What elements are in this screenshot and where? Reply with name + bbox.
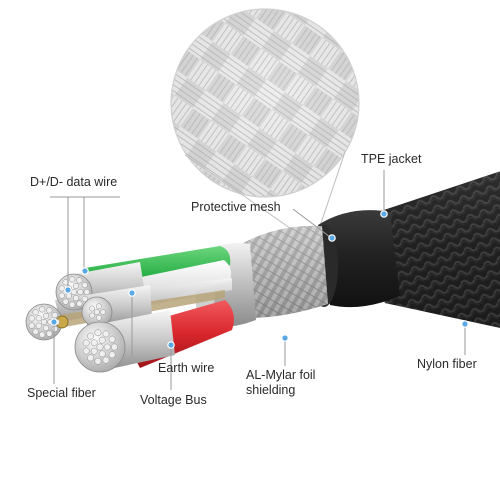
wire-strand xyxy=(35,315,42,322)
wire-strand xyxy=(108,335,116,343)
label-mylar-line1: AL-Mylar foil xyxy=(246,368,316,382)
wire-strand xyxy=(70,288,78,296)
label-tpe-jacket: TPE jacket xyxy=(361,152,422,166)
magnified-mesh-detail xyxy=(170,8,360,198)
wire-strand xyxy=(81,282,88,289)
wire-strand xyxy=(96,343,104,351)
wire-strand xyxy=(65,292,72,299)
wire-strand xyxy=(94,309,100,315)
wire-strand xyxy=(42,325,50,332)
wire-strand xyxy=(32,309,39,316)
data-wire-dot-1 xyxy=(64,286,72,294)
wire-strand xyxy=(46,307,53,314)
wire-strand xyxy=(28,322,35,329)
wire-strand xyxy=(72,295,80,302)
wire-strand xyxy=(62,298,69,305)
wire-strand xyxy=(94,329,102,337)
wire-strand xyxy=(90,347,98,355)
wire-strand xyxy=(39,331,46,338)
wire-strand xyxy=(28,315,35,322)
wire-strand xyxy=(87,332,94,340)
label-voltage-bus: Voltage Bus xyxy=(140,393,207,407)
wire-strand xyxy=(69,301,76,308)
nylon-dot xyxy=(461,320,469,328)
special-fiber-dot xyxy=(50,318,58,326)
wire-strand xyxy=(95,303,102,310)
wire-strand xyxy=(108,351,116,359)
wire-strand xyxy=(82,339,90,347)
wire-strand xyxy=(81,295,88,302)
label-nylon-fiber: Nylon fiber xyxy=(417,357,477,371)
wire-strand xyxy=(76,277,83,284)
wire-strand xyxy=(51,325,58,332)
wire-strand xyxy=(94,357,102,365)
wire-strand xyxy=(51,312,58,319)
wire-strand xyxy=(90,339,98,347)
wire-strand xyxy=(98,350,106,358)
wire-strand xyxy=(87,354,94,362)
wire-strand xyxy=(58,285,65,292)
wire-strand xyxy=(77,288,84,296)
wire-strand xyxy=(83,288,90,296)
label-mylar-shielding: AL-Mylar foil shielding xyxy=(246,368,366,398)
label-protective-mesh: Protective mesh xyxy=(191,200,281,214)
wire-strand xyxy=(72,282,80,289)
wire-strand xyxy=(89,305,96,312)
label-special-fiber: Special fiber xyxy=(27,386,96,400)
wire-strand xyxy=(110,343,118,351)
label-data-wire: D+/D- data wire xyxy=(30,175,118,189)
mylar-dot xyxy=(281,334,289,342)
earth-wire-dot xyxy=(128,289,136,297)
wire-strand xyxy=(35,322,42,329)
mesh-dot xyxy=(328,234,336,242)
voltage-bus-dot xyxy=(167,341,175,349)
wire-strand xyxy=(42,312,50,319)
wire-strand xyxy=(39,306,46,313)
wire-strand xyxy=(69,276,76,283)
wire-strand xyxy=(89,312,96,319)
wire-strand xyxy=(100,309,106,315)
wire-strand xyxy=(95,314,102,321)
wire-strand xyxy=(102,356,110,364)
mesh-leader xyxy=(292,208,331,238)
tpe-dot xyxy=(380,210,388,218)
data-wire-dot-2 xyxy=(81,267,89,275)
callout-dots xyxy=(50,210,469,349)
label-mylar-line2: shielding xyxy=(246,383,296,397)
wire-strand xyxy=(103,343,111,351)
magnifier-connector xyxy=(184,151,346,236)
callouts xyxy=(50,170,466,390)
wire-strand xyxy=(32,328,39,335)
wire-strand xyxy=(102,330,110,338)
wire-strand xyxy=(58,292,65,299)
wire-strand xyxy=(46,330,53,337)
wire-strand xyxy=(76,300,83,307)
wire-strand xyxy=(98,336,106,344)
wire-strand xyxy=(40,318,48,326)
label-earth-wire: Earth wire xyxy=(158,361,215,375)
wire-strand xyxy=(82,347,90,355)
